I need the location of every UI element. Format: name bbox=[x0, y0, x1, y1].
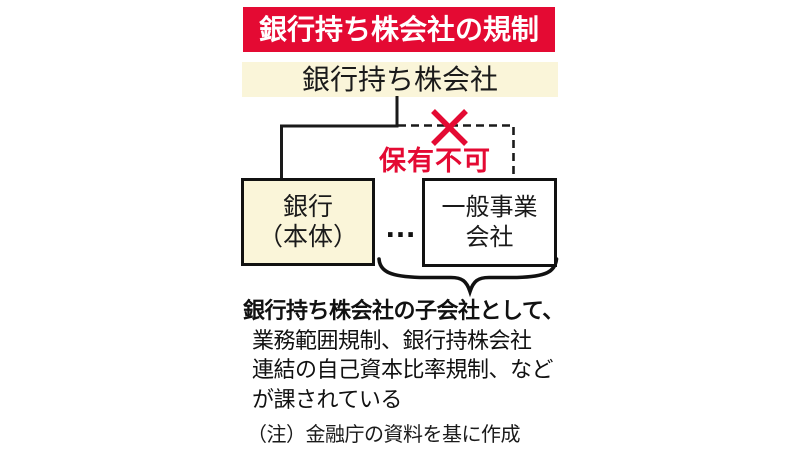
holding-company-label: 銀行持ち株会社 bbox=[301, 64, 498, 95]
ellipsis-dots: … bbox=[384, 208, 418, 244]
prohibition-label: 保有不可 bbox=[379, 146, 491, 176]
description-line3: 連結の自己資本比率規制、など bbox=[252, 357, 554, 382]
footnote: （注）金融庁の資料を基に作成 bbox=[247, 424, 521, 446]
general-company-line1: 一般事業 bbox=[441, 193, 538, 221]
general-company-line2: 会社 bbox=[465, 223, 514, 251]
description-line2: 業務範囲規制、銀行持株会社 bbox=[252, 327, 532, 353]
description-line4: が課されている bbox=[252, 386, 402, 412]
description-block: 銀行持ち株会社の子会社として、 業務範囲規制、銀行持株会社 連結の自己資本比率規… bbox=[243, 296, 573, 414]
bank-box: 銀行 （本体） bbox=[241, 178, 375, 266]
title-banner-text: 銀行持ち株会社の規制 bbox=[258, 14, 539, 45]
holding-company-box: 銀行持ち株会社 bbox=[242, 62, 558, 97]
general-company-box: 一般事業 会社 bbox=[422, 178, 557, 267]
bank-box-line2: （本体） bbox=[257, 223, 358, 251]
title-banner: 銀行持ち株会社の規制 bbox=[243, 7, 555, 52]
description-line1: 銀行持ち株会社の子会社として、 bbox=[243, 298, 564, 323]
bank-box-line1: 銀行 bbox=[282, 193, 333, 221]
